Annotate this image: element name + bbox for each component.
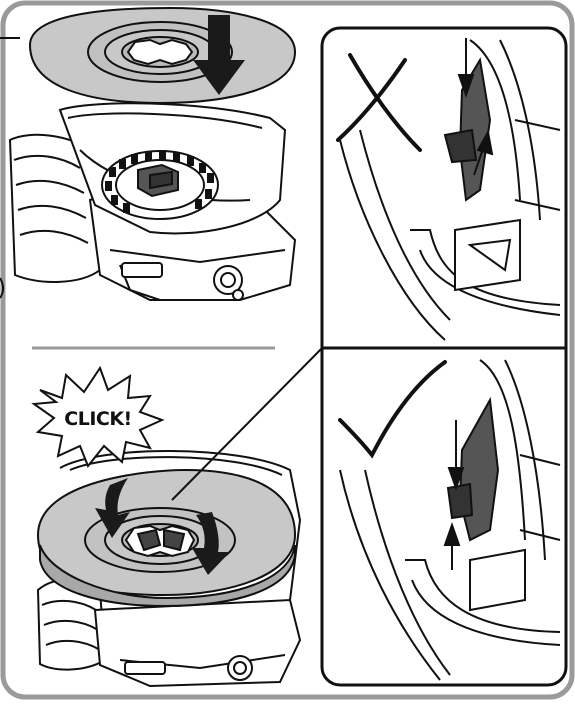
click-text: CLICK!	[64, 408, 131, 430]
abrasive-disc-top	[30, 8, 295, 103]
abrasive-disc-mounted	[38, 470, 295, 606]
detail-panel-frame	[322, 28, 566, 685]
